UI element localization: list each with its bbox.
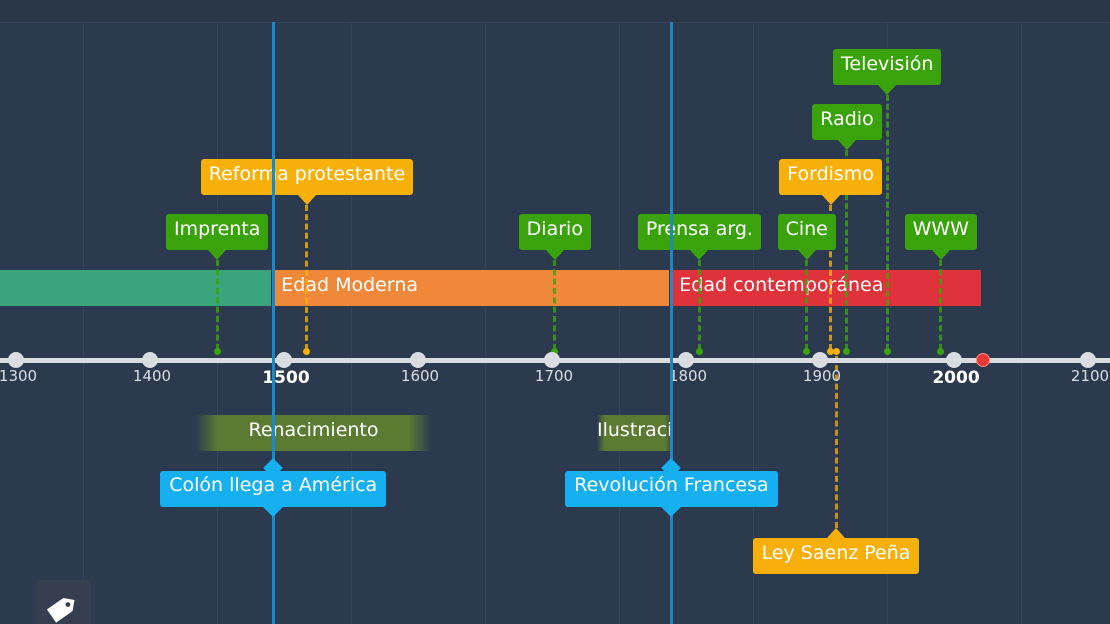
milestone-label[interactable]: Televisión xyxy=(833,49,942,95)
axis-tick xyxy=(544,352,560,368)
event-dot xyxy=(827,348,835,355)
connector-line xyxy=(885,95,889,350)
milestone-label[interactable]: Fordismo xyxy=(779,159,882,205)
label-pointer xyxy=(297,195,316,205)
label-pointer xyxy=(878,85,897,95)
grid-line xyxy=(753,22,754,624)
era-bar[interactable]: Edad Moderna xyxy=(273,270,670,306)
axis-tick-label: 2100 xyxy=(1070,367,1110,385)
milestone-text: Reforma protestante xyxy=(208,163,406,185)
axis-tick-label: 1400 xyxy=(132,367,172,385)
grid-line xyxy=(83,22,84,624)
connector-line xyxy=(845,150,849,350)
axis-tick xyxy=(410,352,426,368)
milestone-label[interactable]: Diario xyxy=(518,214,591,260)
milestone-text: Diario xyxy=(526,218,583,240)
connector-line xyxy=(939,260,943,350)
axis-tick xyxy=(678,352,694,368)
axis-tick-label: 1900 xyxy=(802,367,842,385)
event-label[interactable]: Colón llega a América xyxy=(160,471,387,507)
axis-tick xyxy=(142,352,158,368)
connector-line xyxy=(829,205,833,350)
milestone-label[interactable]: Ley Saenz Peña xyxy=(752,528,920,574)
label-pointer xyxy=(545,250,564,260)
axis-tick xyxy=(812,352,828,368)
axis-tick-label: 1500 xyxy=(262,368,310,388)
axis-tick-label: 2000 xyxy=(932,368,980,388)
axis-tick xyxy=(946,352,962,368)
milestone-text: Cine xyxy=(785,218,828,240)
event-dot xyxy=(843,348,851,355)
period-band[interactable]: Renacimiento xyxy=(195,415,432,451)
connector-line xyxy=(553,260,557,350)
connector-line xyxy=(305,205,309,350)
connector-line xyxy=(215,260,219,350)
axis-tick xyxy=(276,352,292,368)
grid-line xyxy=(485,22,486,624)
grid-line xyxy=(351,22,352,624)
milestone-label[interactable]: WWW xyxy=(904,214,977,260)
tag-icon xyxy=(46,598,75,623)
milestone-text: Prensa arg. xyxy=(645,218,753,240)
milestone-label[interactable]: Cine xyxy=(777,214,836,260)
axis-tick-label: 1800 xyxy=(668,367,708,385)
label-pointer xyxy=(931,250,950,260)
grid-line xyxy=(619,22,620,624)
era-bar[interactable] xyxy=(0,270,272,306)
milestone-text: Imprenta xyxy=(174,218,261,240)
milestone-text: Televisión xyxy=(841,53,934,75)
event-dot xyxy=(213,348,221,355)
event-dot xyxy=(883,348,891,355)
era-bar[interactable]: Edad contemporánea xyxy=(671,270,982,306)
label-pointer xyxy=(826,528,845,538)
grid-line xyxy=(1021,22,1022,624)
milestone-label[interactable]: Imprenta xyxy=(166,214,269,260)
axis-tick xyxy=(1080,352,1096,368)
event-dot xyxy=(803,348,811,355)
event-dot xyxy=(303,348,311,355)
milestone-text: Fordismo xyxy=(787,163,874,185)
label-pointer xyxy=(838,140,856,150)
connector-line xyxy=(697,260,701,350)
connector-line xyxy=(805,260,809,350)
event-dot xyxy=(937,348,945,355)
milestone-text: Radio xyxy=(820,108,874,130)
milestone-text: Ley Saenz Peña xyxy=(761,542,911,564)
milestone-label[interactable]: Prensa arg. xyxy=(637,214,761,260)
event-dot xyxy=(695,348,703,355)
milestone-label[interactable]: Reforma protestante xyxy=(200,159,414,205)
event-dot xyxy=(551,348,559,355)
label-pointer xyxy=(690,250,709,260)
period-band[interactable]: Ilustració xyxy=(597,415,674,451)
tag-button[interactable] xyxy=(36,580,91,624)
axis-tick-label: 1600 xyxy=(400,367,440,385)
milestone-text: WWW xyxy=(912,218,969,240)
axis-tick xyxy=(8,352,24,368)
top-band xyxy=(0,0,1110,23)
label-pointer xyxy=(208,250,227,260)
now-marker[interactable] xyxy=(976,353,991,367)
axis-tick-label: 1300 xyxy=(0,367,38,385)
milestone-label[interactable]: Radio xyxy=(812,104,882,150)
event-label[interactable]: Revolución Francesa xyxy=(565,471,778,507)
event-line xyxy=(271,22,275,624)
event-dot xyxy=(832,348,840,355)
label-pointer xyxy=(821,195,840,205)
label-pointer xyxy=(797,250,816,260)
event-line xyxy=(669,22,673,624)
axis-tick-label: 1700 xyxy=(534,367,574,385)
connector-line xyxy=(834,356,838,528)
